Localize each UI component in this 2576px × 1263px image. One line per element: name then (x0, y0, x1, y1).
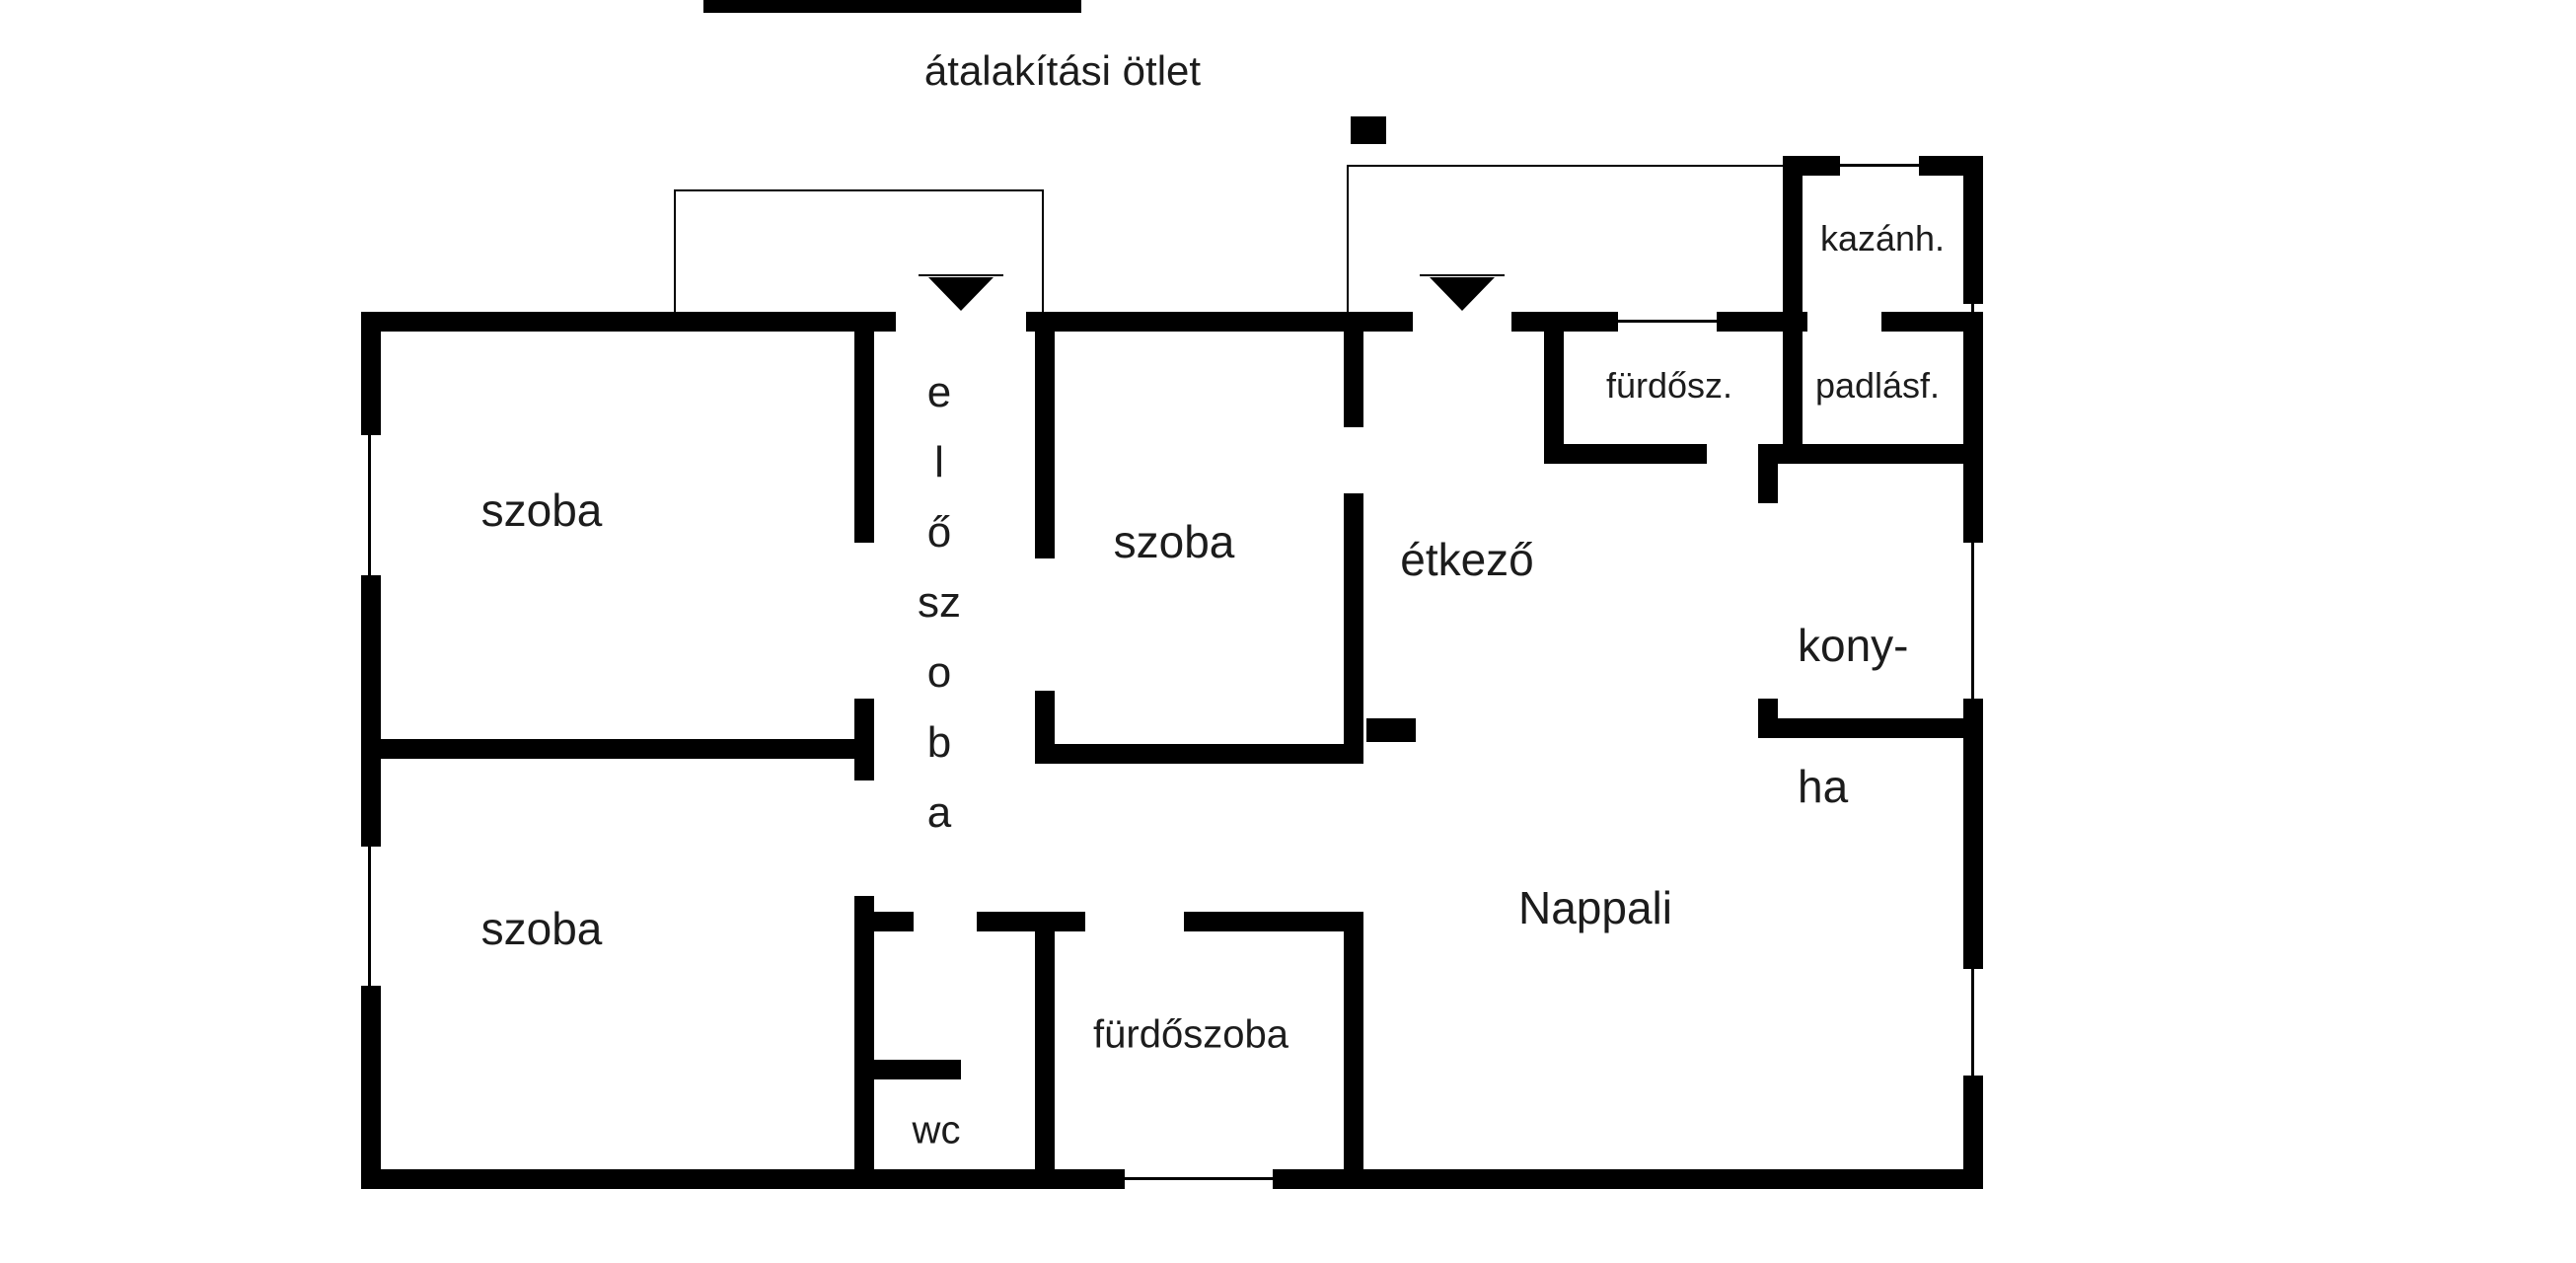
page-title: átalakítási ötlet (923, 47, 1202, 94)
wall-segment (977, 912, 1085, 931)
wall-segment (1963, 1076, 1983, 1189)
wall-segment (1511, 312, 1618, 332)
wall-segment (361, 1169, 1125, 1189)
room-label-szoba-middle: szoba (1113, 516, 1235, 567)
window-line (1840, 164, 1919, 167)
wall-segment (1881, 312, 1983, 332)
terrace-outline (674, 189, 1044, 191)
wall-segment (854, 896, 874, 1189)
wall-segment (1758, 718, 1983, 738)
wall-segment (1919, 156, 1983, 176)
eloszoba-letter: l (934, 438, 944, 486)
room-label-konyha-line1: kony- (1798, 620, 1909, 672)
window-line (368, 847, 371, 986)
entrance-marker-triangle (1430, 277, 1495, 311)
window-line (368, 435, 371, 575)
room-label-wc: wc (912, 1108, 961, 1152)
wall-segment (361, 575, 381, 847)
room-label-konyha-line2: ha (1798, 760, 1849, 812)
entrance-lintel-line (1420, 274, 1505, 276)
entrance-lintel-line (919, 274, 1003, 276)
wall-segment (1035, 744, 1363, 764)
room-label-furdosz: fürdősz. (1605, 365, 1733, 406)
window-line (1125, 1177, 1273, 1180)
wall-segment (361, 986, 381, 1189)
wall-segment (1544, 444, 1707, 464)
room-label-szoba-top-left: szoba (480, 484, 603, 536)
wall-segment (1544, 312, 1564, 464)
room-label-szoba-bottom-left: szoba (480, 903, 603, 954)
wall-segment (1035, 912, 1055, 1169)
wall-segment (1963, 156, 1983, 304)
window-line (1971, 543, 1974, 699)
window-line (1971, 969, 1974, 1076)
wall-segment (1344, 912, 1363, 1169)
room-label-kazanh: kazánh. (1819, 218, 1946, 259)
wall-segment (1026, 312, 1413, 332)
wall-segment (361, 312, 896, 332)
wall-segment (854, 912, 914, 931)
wall-segment (1344, 312, 1363, 427)
wall-segment (1035, 312, 1055, 558)
terrace-outline (674, 189, 676, 312)
wall-segment (854, 699, 874, 780)
wall-segment (1963, 329, 1983, 543)
room-label-padlasf: padlásf. (1814, 365, 1941, 406)
eloszoba-letter: o (926, 648, 952, 697)
terrace-outline (1347, 165, 1783, 167)
eloszoba-letter: a (926, 788, 952, 837)
wall-segment (1344, 493, 1363, 764)
wall-segment (1273, 1169, 1983, 1189)
room-label-etkezo: étkező (1400, 534, 1534, 585)
wall-segment (1758, 444, 1778, 503)
room-label-konyha: kony- ha (1798, 541, 1908, 822)
room-label-eloszoba: e l ő sz o b a (918, 371, 961, 835)
wall-segment (854, 1060, 961, 1079)
small-black-mark (1351, 116, 1386, 144)
eloszoba-letter: sz (918, 578, 961, 627)
wall-segment (1963, 699, 1983, 969)
window-line (1971, 304, 1974, 329)
wall-segment (361, 312, 381, 435)
wall-segment (1184, 912, 1363, 931)
wall-segment (1758, 444, 1983, 464)
terrace-outline (1042, 189, 1044, 312)
cropped-text-bar (703, 0, 1081, 13)
room-label-furdoszoba: fürdőszoba (1093, 1012, 1288, 1057)
entrance-marker-triangle (928, 277, 994, 311)
wall-segment (1366, 718, 1416, 742)
eloszoba-letter: b (926, 718, 952, 767)
window-line (1618, 320, 1717, 323)
wall-segment (361, 739, 854, 759)
eloszoba-letter: e (926, 368, 952, 416)
eloszoba-letter: ő (926, 508, 952, 557)
terrace-outline (1347, 165, 1349, 312)
room-label-nappali: Nappali (1518, 882, 1672, 933)
wall-segment (1783, 156, 1803, 464)
wall-segment (854, 312, 874, 543)
